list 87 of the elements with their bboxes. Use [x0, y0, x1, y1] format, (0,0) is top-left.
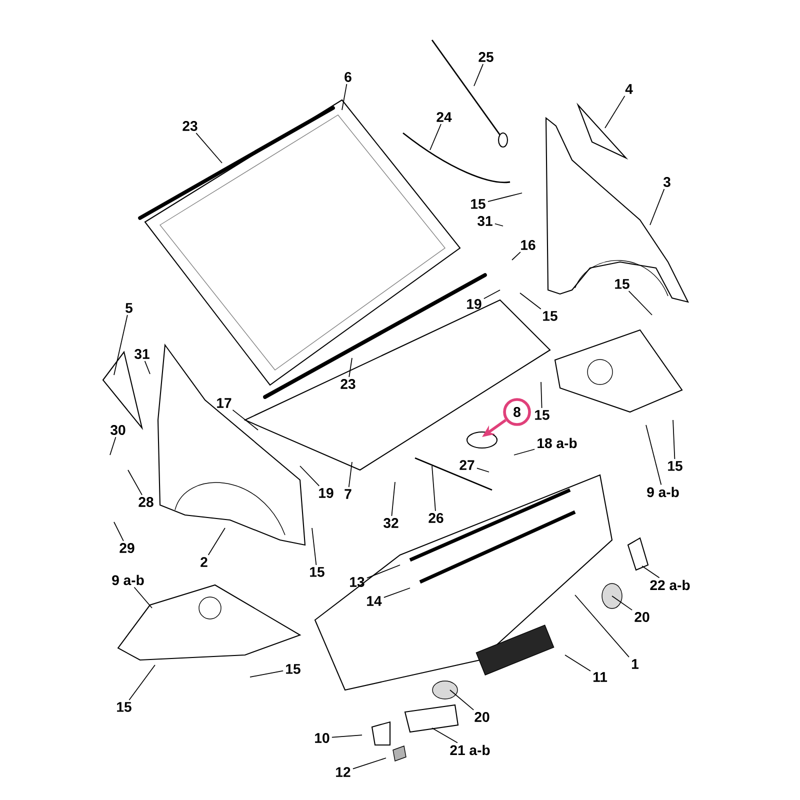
callout-number: 4: [625, 84, 633, 94]
callout-number: 11: [593, 672, 608, 682]
leader-line: [540, 382, 542, 408]
leader-line: [646, 424, 662, 486]
leader-line: [114, 314, 128, 376]
leader-line: [128, 470, 142, 496]
leader-line: [232, 410, 258, 430]
leader-line: [564, 654, 591, 672]
callout-number: 19: [319, 488, 334, 498]
callout-number: 15: [286, 664, 300, 674]
callout-number: 23: [340, 379, 356, 389]
leader-line: [628, 290, 652, 316]
callout-number: 19: [467, 299, 482, 309]
callout-number: 26: [428, 513, 444, 523]
leader-line: [430, 124, 442, 150]
leader-line: [494, 223, 504, 226]
callout-number: 15: [668, 461, 682, 471]
callout-number: 1: [632, 659, 639, 669]
leader-line: [672, 420, 676, 460]
callout-number: 24: [436, 112, 452, 122]
callout-number: 15: [543, 311, 558, 321]
leader-line: [342, 84, 348, 110]
callout-number: 5: [126, 303, 132, 313]
callout-number: 9 a-b: [112, 574, 144, 586]
callout-number: 3: [663, 177, 670, 187]
callout-number: 10: [315, 733, 330, 743]
callout-number: 25: [478, 52, 494, 62]
leader-line: [432, 728, 458, 744]
callout-number: 18 a-b: [538, 438, 577, 448]
leader-line: [128, 664, 156, 700]
leader-line: [312, 528, 317, 566]
leader-line: [196, 132, 222, 164]
callout-number: 14: [367, 596, 382, 606]
callout-number: 16: [521, 240, 536, 250]
leader-line: [612, 596, 633, 610]
leader-line: [484, 290, 500, 300]
callout-number: 28: [138, 497, 154, 507]
callout-number: 30: [110, 425, 126, 435]
callout-number: 15: [471, 199, 486, 209]
callout-number: 15: [535, 410, 550, 420]
callout-number: 7: [344, 489, 352, 499]
leader-line: [432, 466, 436, 512]
leader-line: [488, 192, 522, 202]
callout-number: 22 a-b: [650, 580, 690, 590]
callout-number: 20: [474, 712, 490, 722]
callout-number: 27: [460, 460, 474, 470]
leader-line: [250, 670, 284, 678]
leader-line: [650, 188, 665, 226]
callout-number: 17: [217, 398, 232, 408]
callout-number: 32: [384, 518, 398, 528]
callout-number: 21 a-b: [450, 744, 490, 756]
leader-line: [391, 482, 396, 516]
leader-line: [512, 252, 521, 260]
callout-number: 13: [350, 577, 364, 587]
leader-line: [520, 292, 542, 310]
callout-number: 6: [344, 72, 352, 82]
leader-line: [366, 564, 400, 579]
leader-line: [114, 522, 124, 542]
leader-line: [574, 594, 630, 658]
leader-line: [348, 358, 352, 378]
leader-line: [384, 588, 410, 598]
callout-number: 31: [134, 349, 150, 359]
callout-number: 31: [478, 216, 492, 226]
leader-line: [474, 64, 484, 86]
callout-number: 29: [120, 543, 134, 553]
leader-line: [642, 566, 660, 578]
callout-number: 20: [634, 612, 650, 622]
leader-line: [476, 468, 490, 472]
leader-line: [134, 586, 152, 608]
leader-line: [352, 758, 386, 770]
callout-number: 15: [117, 702, 132, 712]
leader-line: [450, 690, 474, 710]
circled-callout-number: 8: [503, 398, 531, 426]
leader-line: [144, 360, 150, 374]
leader-line: [208, 528, 226, 556]
leader-line: [300, 466, 320, 486]
leader-line: [110, 436, 116, 456]
callout-number: 12: [336, 767, 350, 777]
callout-number: 9 a-b: [647, 486, 679, 498]
callout-number: 2: [200, 557, 208, 567]
callout-number: 15: [310, 567, 324, 577]
leader-line: [348, 462, 352, 488]
leader-line: [514, 448, 536, 456]
callout-number: 15: [615, 279, 630, 289]
leader-line: [604, 96, 626, 128]
leader-line: [332, 734, 362, 738]
callout-number: 23: [182, 121, 198, 131]
